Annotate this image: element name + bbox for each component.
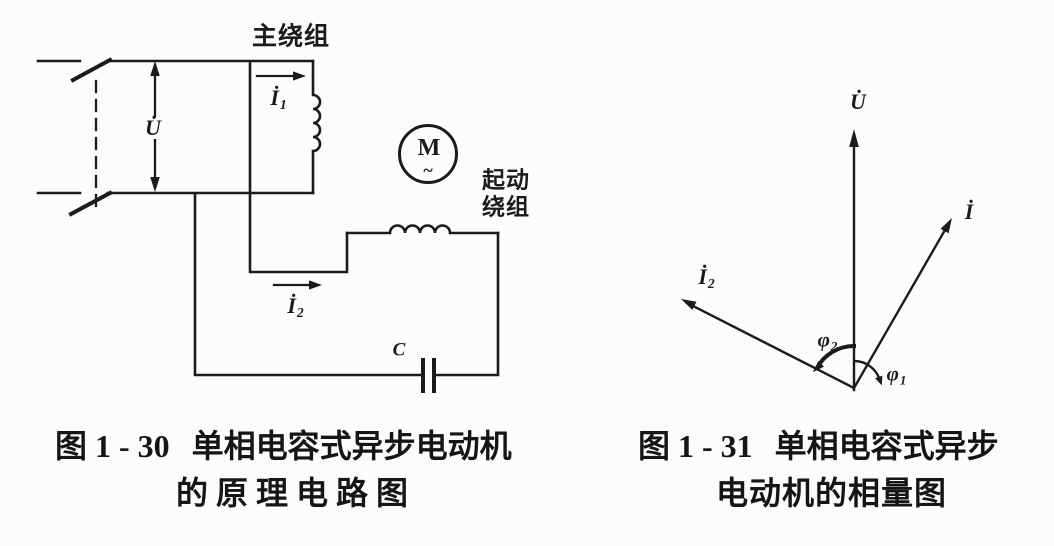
i2-phasor-label: İ2 <box>698 264 715 291</box>
caption-fig-1-31-title: 单相电容式异步 <box>774 428 999 464</box>
circuit-wires <box>106 59 500 377</box>
i2-base: İ <box>287 293 296 318</box>
phi1-base: φ <box>886 361 899 386</box>
caption-fig-1-31-line2: 电动机的相量图 <box>716 475 948 511</box>
caption-fig-1-30-line1: 图 1 - 30 单相电容式异步电动机 <box>55 430 512 462</box>
caption-fig-1-30-line2: 的原理电路图 <box>176 475 417 511</box>
phi2-angle-arc <box>812 343 857 373</box>
capacitor-label: C <box>392 339 406 361</box>
caption-fig-1-31-number: 图 1 - 31 <box>638 428 753 464</box>
start-winding-label-line2: 绕组 <box>482 194 530 220</box>
motor-tilde: ~ <box>423 160 433 180</box>
i2-phasor-base: İ <box>698 264 707 289</box>
phi1-subscript: 1 <box>899 372 907 388</box>
caption-fig-1-30-number: 图 1 - 30 <box>55 428 170 464</box>
phasor-diagram <box>681 129 952 392</box>
power-switch <box>36 57 113 217</box>
phi2-angle-label: φ2 <box>817 327 838 354</box>
capacitor-symbol <box>421 358 436 393</box>
start-winding-label-line1: 起动 <box>482 167 530 193</box>
u-phasor-label: U̇ <box>850 89 866 114</box>
i-phasor-label: İ <box>964 199 974 224</box>
start-winding-coil <box>345 224 500 235</box>
phi2-subscript: 2 <box>830 338 838 354</box>
i1-subscript: 1 <box>279 96 287 112</box>
i1-current-arrow <box>255 71 306 81</box>
motor-letter: M <box>417 135 441 161</box>
main-winding-coil <box>311 59 322 195</box>
i2-current-arrow <box>272 280 322 290</box>
phi1-angle-arc <box>853 359 883 386</box>
i1-current-label: İ1 <box>270 85 287 112</box>
i2-phasor-arrow <box>681 299 856 390</box>
caption-fig-1-31-line1: 图 1 - 31 单相电容式异步 <box>638 430 999 462</box>
i2-phasor-subscript: 2 <box>707 275 715 291</box>
i1-base: İ <box>270 85 279 110</box>
i2-current-label: İ2 <box>287 293 304 320</box>
main-winding-label: 主绕组 <box>251 23 331 51</box>
caption-fig-1-30-title: 单相电容式异步电动机 <box>191 428 512 464</box>
motor-symbol-circle <box>398 124 458 184</box>
u-phasor-arrow <box>849 129 859 392</box>
circuit-diagram <box>36 57 500 393</box>
voltage-label: U̇ <box>142 117 164 139</box>
phi1-angle-label: φ1 <box>886 361 907 388</box>
phi2-base: φ <box>817 327 830 352</box>
i2-subscript: 2 <box>296 304 304 320</box>
i-phasor-arrow <box>852 218 952 390</box>
